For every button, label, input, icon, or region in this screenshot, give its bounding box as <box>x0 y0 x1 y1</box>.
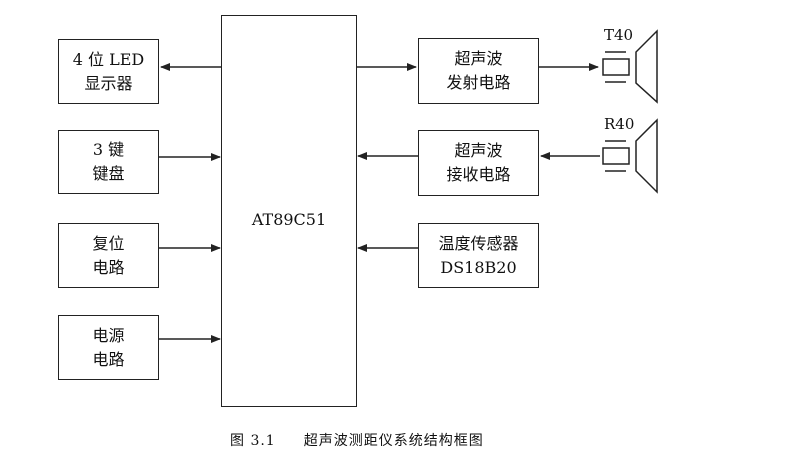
tx-line1: 超声波 <box>454 49 503 68</box>
ultrasonic-rx-block: 超声波 接收电路 <box>418 130 539 196</box>
led-display-line1: 4 位 LED <box>72 49 145 69</box>
figure-number: 图 3.1 <box>230 433 276 449</box>
led-display-block: 4 位 LED 显示器 <box>58 39 159 104</box>
figure-title: 超声波测距仪系统结构框图 <box>303 433 484 449</box>
temperature-sensor-block: 温度传感器 DS18B20 <box>418 223 539 288</box>
mcu-block: AT89C51 <box>221 15 357 407</box>
temp-line2: DS18B20 <box>440 257 517 277</box>
reset-line1: 复位 <box>92 233 125 253</box>
power-line1: 电源 <box>92 325 125 345</box>
led-display-line2: 显示器 <box>84 73 133 93</box>
power-line2: 电路 <box>92 349 125 369</box>
r40-label: R40 <box>604 115 635 133</box>
temp-line1: 温度传感器 <box>438 233 519 253</box>
mcu-label: AT89C51 <box>251 210 327 229</box>
keyboard-block: 3 键 键盘 <box>58 130 159 194</box>
t40-transducer-icon <box>602 29 658 104</box>
reset-circuit-block: 复位 电路 <box>58 223 159 288</box>
keyboard-line1: 3 键 <box>92 140 125 159</box>
figure-caption: 图 3.1 超声波测距仪系统结构框图 <box>230 430 484 450</box>
reset-line2: 电路 <box>92 257 125 277</box>
tx-line2: 发射电路 <box>446 73 511 92</box>
rx-line1: 超声波 <box>454 141 503 160</box>
rx-line2: 接收电路 <box>446 165 511 184</box>
power-circuit-block: 电源 电路 <box>58 315 159 380</box>
keyboard-line2: 键盘 <box>92 164 125 183</box>
r40-transducer-icon <box>602 118 658 194</box>
ultrasonic-tx-block: 超声波 发射电路 <box>418 38 539 104</box>
t40-label: T40 <box>604 26 634 44</box>
